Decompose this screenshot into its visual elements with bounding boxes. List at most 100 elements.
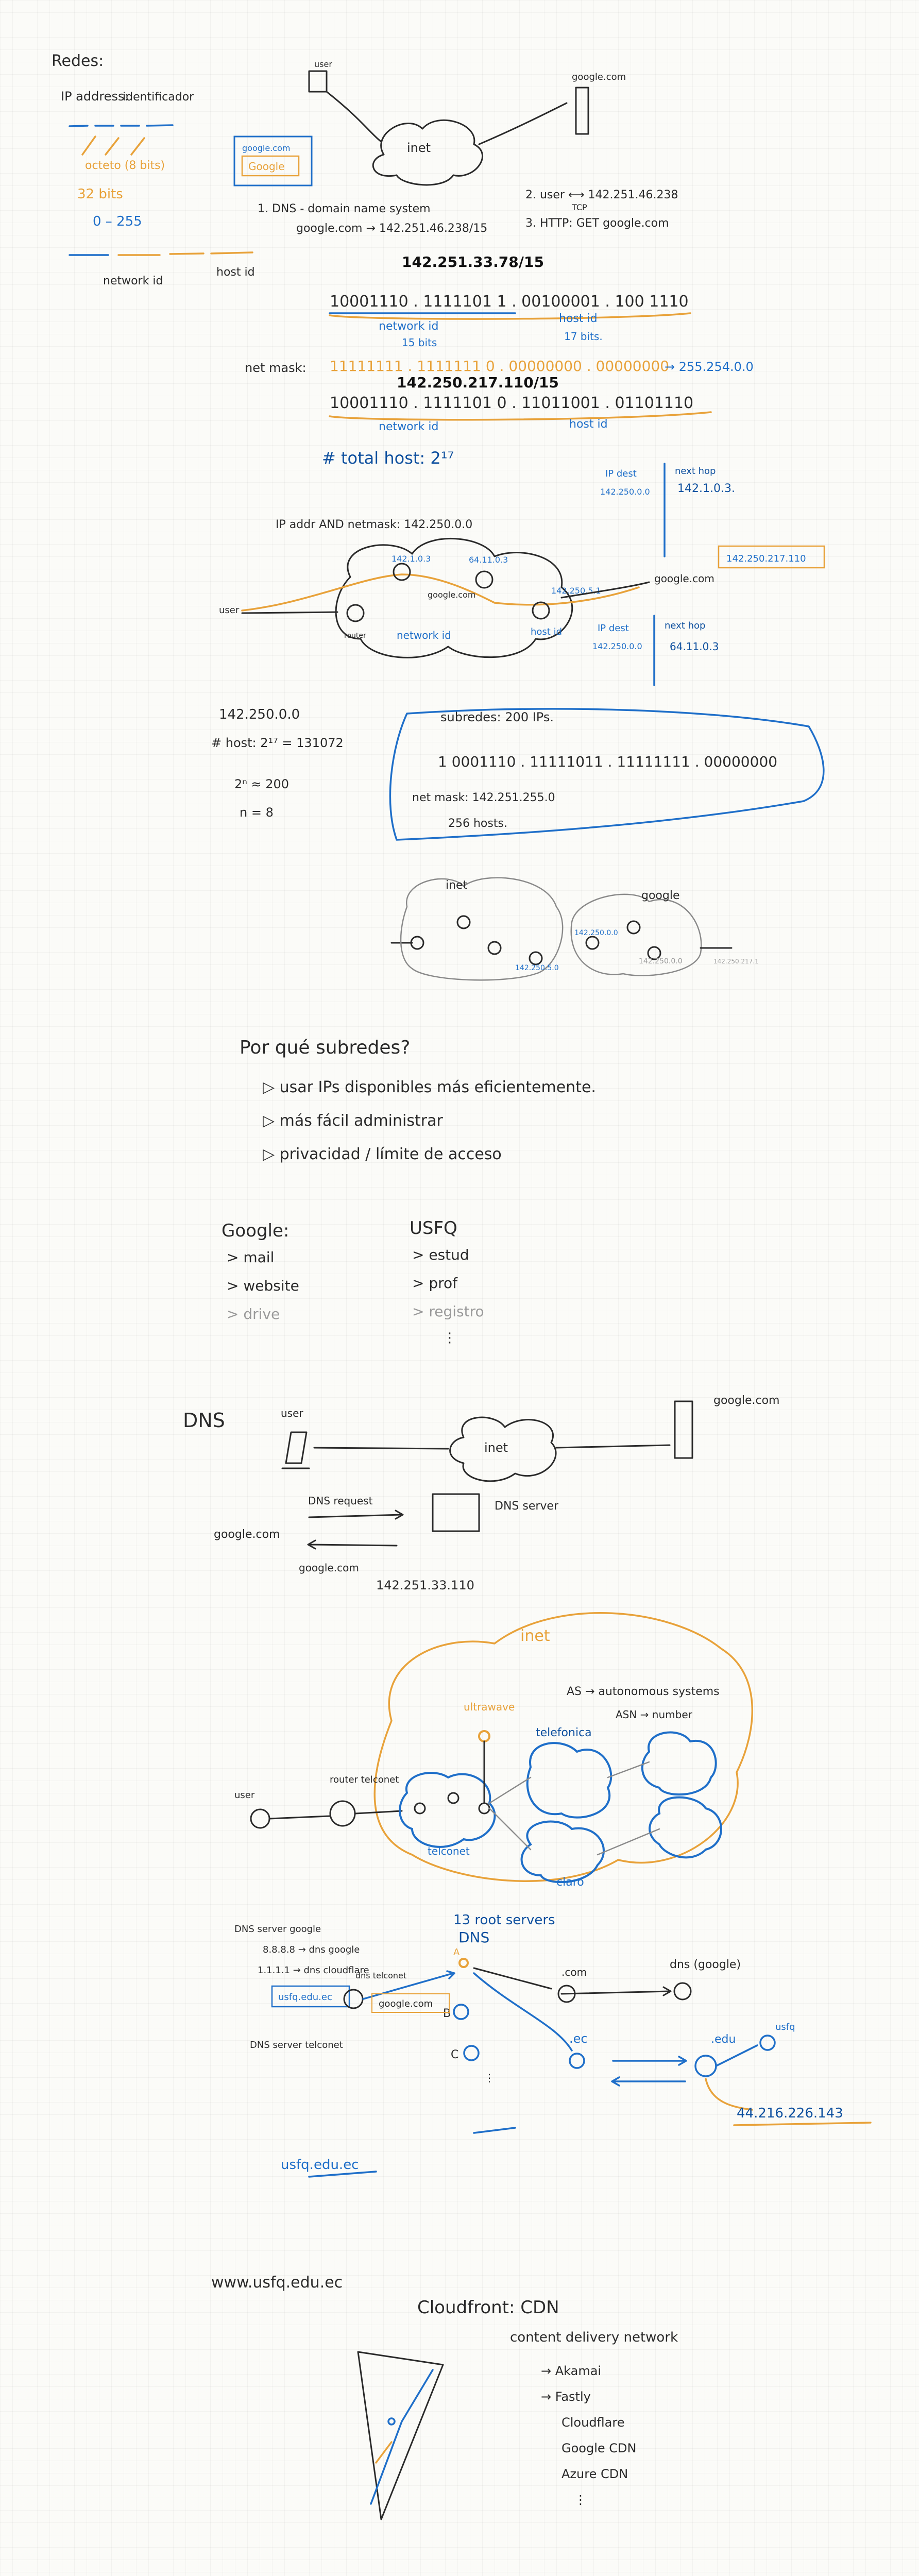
tcp-label: TCP (571, 202, 587, 212)
hosts-256: 256 hosts. (448, 817, 507, 830)
google-label-top: google.com (572, 72, 626, 82)
inet-small-label: inet (446, 879, 468, 892)
reason-1: ▷ usar IPs disponibles más eficientement… (263, 1078, 596, 1096)
ip-answer-link (705, 2078, 753, 2111)
cdn-provider-1: → Akamai (541, 2364, 601, 2378)
com-node (557, 1985, 576, 2003)
inet-as-label: inet (520, 1627, 550, 1645)
telconet-node-2 (447, 1792, 460, 1804)
dns-user-label: user (281, 1407, 303, 1419)
ip-dest-2-val: 142.250.0.0 (592, 641, 642, 651)
telconet-label: telconet (428, 1845, 470, 1857)
google-small-label: google (641, 889, 680, 902)
root-servers: 13 root servers (453, 1912, 555, 1928)
netmask-dec: → 255.254.0.0 (665, 360, 754, 374)
route-path (241, 573, 640, 612)
pow-approx: 2ⁿ ≈ 200 (234, 777, 289, 791)
ip-and-netmask: IP addr AND netmask: 142.250.0.0 (276, 518, 472, 531)
dns-server-label: DNS server (495, 1500, 559, 1513)
page-title: Redes: (52, 52, 104, 70)
binary-1-underline (329, 312, 691, 320)
to-com-arrow (473, 1967, 672, 1996)
netmask-bin: 11111111 . 1111111 0 . 00000000 . 000000… (330, 358, 669, 375)
dns-title: DNS (183, 1409, 225, 1432)
dns-inet-link (555, 1444, 671, 1449)
letter-a: A (453, 1947, 460, 1958)
user-laptop-icon (308, 70, 328, 93)
telconet-node-1 (414, 1802, 426, 1815)
cdn-node (387, 2417, 396, 2426)
dns-response-domain: google.com (299, 1562, 359, 1574)
user-label-mid: user (219, 605, 240, 616)
subnet-callout (389, 708, 825, 841)
cdn-expansion: content delivery network (510, 2330, 678, 2345)
host-id-cloud: host id (531, 626, 562, 637)
dns-request-arrow (308, 1510, 404, 1520)
dns-server-telconet: DNS server telconet (250, 2040, 343, 2050)
section-networks: inet google 142.250.0.0 142.250.5.0 142.… (390, 877, 759, 981)
as-router-link (354, 1810, 403, 1815)
ip-1111: 1.1.1.1 → dns cloudflare (258, 1965, 369, 1976)
usfq-label: usfq (775, 2022, 795, 2032)
ultrawave-label: ultrawave (464, 1701, 515, 1713)
query-google: google.com (379, 1998, 433, 2009)
dns-response-arrow (307, 1539, 398, 1550)
dns-local-node (343, 1989, 364, 2009)
next-hop-2: next hop (665, 620, 705, 631)
query-box (371, 1993, 450, 2013)
net-ip-right: 142.250.217.1 (713, 958, 759, 965)
google-cloud-small (570, 893, 702, 976)
dns-request: DNS request (308, 1495, 373, 1507)
usfq-item-2: > prof (412, 1275, 458, 1292)
google-mid: google.com (428, 590, 475, 600)
dns-request-domain: google.com (214, 1528, 280, 1541)
host-bar (117, 251, 253, 256)
dns-step: 1. DNS - domain name system (258, 202, 431, 215)
local-domain-box (271, 1985, 350, 2008)
root-node-c (463, 2045, 480, 2061)
identificador-label: identificador (123, 91, 194, 104)
host-id-bits: host id (559, 312, 598, 325)
as-cloud-4 (641, 1731, 717, 1796)
cdn-domain: www.usfq.edu.ec (211, 2274, 343, 2292)
octet-arrows (81, 135, 145, 156)
return-arrow (473, 2127, 516, 2134)
cdn-provider-6: ⋮ (574, 2493, 587, 2507)
router-node-1 (346, 604, 365, 622)
cdn-blue-path (370, 2369, 434, 2505)
telconet-cloud (399, 1772, 496, 1848)
bits15: 15 bits (402, 336, 437, 349)
node-a (410, 936, 424, 950)
usfq-item-1: > estud (412, 1246, 469, 1263)
server-link (478, 102, 568, 145)
claro-label: claro (556, 1876, 584, 1889)
cdn-orange-mark (375, 2441, 393, 2464)
as-links (488, 1761, 660, 1856)
dns-response-ip: 142.251.33.110 (376, 1578, 474, 1592)
next-hop-1-val: 142.1.0.3. (677, 482, 735, 495)
step3: 3. HTTP: GET google.com (525, 217, 669, 230)
edu-to-usfq (715, 2044, 758, 2067)
as-user-link (268, 1815, 331, 1820)
dns-map: google.com → 142.251.46.238/15 (296, 222, 487, 235)
com-label: .com (561, 1966, 587, 1978)
subredes-label: subredes: 200 IPs. (440, 710, 554, 724)
host-count: # host: 2¹⁷ = 131072 (211, 736, 344, 750)
binary-2: 10001110 . 1111101 0 . 11011001 . 011011… (330, 394, 693, 412)
dns-root-label: DNS (458, 1929, 489, 1946)
node-f (626, 920, 641, 935)
browser-search-box (241, 155, 300, 177)
cdn-provider-3: Cloudflare (561, 2415, 624, 2430)
google-item-1: > mail (227, 1249, 274, 1266)
node-c (487, 941, 502, 955)
usfq-item-3: > registro (412, 1303, 484, 1320)
inet-cloud (372, 119, 484, 186)
dns-user-link (313, 1447, 449, 1450)
from-edu-arrow (611, 2076, 686, 2087)
ip-8888: 8.8.8.8 → dns google (263, 1944, 360, 1955)
cdn-wedge (357, 2351, 444, 2520)
section-routing: IP addr AND netmask: 142.250.0.0 user ro… (219, 463, 825, 686)
address-dashes-top (69, 124, 174, 127)
as-cloud-5 (649, 1796, 722, 1859)
dns-inet-cloud (449, 1416, 557, 1482)
